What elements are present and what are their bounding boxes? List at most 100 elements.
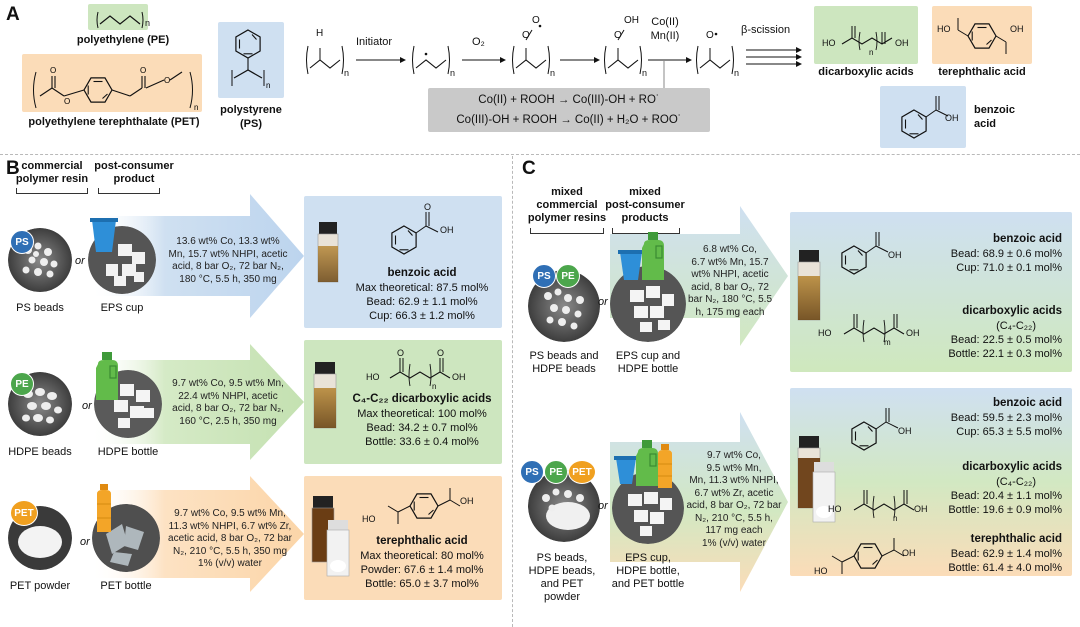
hydroperoxide-o: O [614, 30, 622, 41]
beta-scission-label: β-scission [741, 24, 791, 36]
b-dicarb-o1: O [397, 348, 405, 358]
pe-label: polyethylene (PE) [76, 34, 170, 46]
divider-horizontal [0, 154, 1080, 155]
benzoic-label-line2: acid [974, 118, 997, 130]
c-row2-bead-label-2: HDPE beads, [528, 565, 596, 577]
c-result-box-row1 [790, 212, 1072, 372]
b-tere-oh: OH [460, 496, 474, 506]
terephthalic-structure [957, 18, 1007, 54]
b-ps-results: benzoic acid Max theoretical: 87.5 mol% … [355, 267, 489, 322]
c-row2-tag-pe: PE [544, 460, 568, 484]
c-row2-cup-icon [614, 456, 638, 484]
c-col1-line3: polymer resins [527, 212, 607, 224]
catalyst-mn: Mn(II) [650, 30, 680, 42]
dicarboxylic-box [814, 6, 918, 64]
c-row1-benzoic-results: benzoic acid Bead: 68.9 ± 0.6 mol% Cup: … [950, 233, 1062, 274]
c-row1-bottle-icon [642, 232, 664, 280]
b-ps-conditions: 13.6 wt% Co, 13.3 wt% Mn, 15.7 wt% NHPI,… [168, 236, 288, 285]
c-row2-tere-results: terephthalic acid Bead: 62.9 ± 1.4 mol% … [948, 533, 1062, 574]
pet-structure: O O O O n [33, 66, 198, 112]
c-col2-line2: post-consumer [605, 199, 685, 211]
divider-vertical [512, 156, 513, 627]
c-row2-vial-white [812, 462, 836, 523]
c-row2-benzoic-icon [851, 408, 899, 451]
b-pe-vial [313, 362, 337, 429]
b-or-1: or [75, 255, 85, 267]
c-col2-line3: products [621, 212, 669, 224]
c-row2-product-label-3: and PET bottle [611, 578, 685, 590]
c-row1-beads-photo [528, 270, 600, 342]
c-row1-dicarb-icon [843, 314, 905, 343]
c-row2-tere-ho: HO [814, 566, 828, 576]
c-row1-tag-ps: PS [532, 264, 556, 288]
c-row1-product-label-1: EPS cup and [615, 350, 681, 362]
c-row1-dicarb-oh: OH [906, 328, 920, 338]
b-dicarb-ho: HO [366, 372, 380, 382]
b-ps-product-label: EPS cup [100, 302, 144, 314]
c-row2-benzoic-oh: OH [898, 426, 912, 436]
b-pet-conditions: 9.7 wt% Co, 9.5 wt% Mn, 11.3 wt% NHPI, 6… [168, 508, 292, 569]
c-row1-cup-icon [618, 250, 644, 280]
b-pe-tag: PE [10, 372, 34, 396]
b-col1-line1: commercial [21, 160, 83, 172]
b-dicarb-oh: OH [452, 372, 466, 382]
b-col2-line1: post-consumer [94, 160, 174, 172]
c-row1-dicarb-ho: HO [818, 328, 832, 338]
benzoic-box [880, 86, 966, 148]
b-ps-vial [317, 222, 339, 283]
c-row2-bead-label-1: PS beads, [536, 552, 588, 564]
dicarboxylic-structure [841, 26, 893, 51]
n-subscript-3: n [550, 68, 556, 78]
ps-label-line1: polystyrene [220, 104, 282, 116]
c-row2-bead-label-4: powder [543, 591, 581, 603]
c-row1-products-photo [610, 266, 686, 342]
b-pet-results: terephthalic acid Max theoretical: 80 mo… [360, 535, 484, 590]
c-row2-terephthalic-icon [831, 538, 905, 574]
c-row1-benzoic-icon [841, 232, 889, 275]
reaction-line-1: Co(II) + ROOH → Co(III)-OH + RO˙ [478, 94, 660, 106]
catalyst-co: Co(II) [651, 16, 679, 28]
b-or-2: or [82, 400, 92, 412]
panel-a-letter: A [6, 4, 20, 25]
c-row2-beads-photo [528, 470, 600, 542]
c-row2-dicarb-ho: HO [828, 504, 842, 514]
b-dicarb-n: n [432, 382, 437, 391]
b-col1-bracket [16, 188, 88, 194]
c-row2-dicarb-n: n [893, 514, 898, 523]
benzoic-structure [901, 96, 949, 139]
b-terephthalic-icon [387, 488, 461, 524]
c-row2-product-label-1: EPS cup, [625, 552, 671, 564]
b-col2-bracket [98, 188, 160, 194]
c-row2-products-photo [612, 472, 684, 544]
o2-label: O₂ [472, 36, 485, 48]
c-row1-product-label-2: HDPE bottle [617, 363, 679, 375]
peroxy-o-2: O [532, 15, 540, 26]
dicarb-ho: HO [822, 38, 836, 48]
b-col2-line2: product [113, 173, 155, 185]
c-row2-tere-oh: OH [902, 548, 916, 558]
c-col1-bracket [530, 228, 604, 234]
panel-b-letter: B [6, 158, 20, 179]
tere-oh: OH [1010, 24, 1024, 34]
alkoxy-o: O [706, 30, 714, 41]
c-row2-dicarb-oh: OH [914, 504, 928, 514]
c-or-2: or [598, 500, 608, 512]
b-pet-product-label: PET bottle [100, 580, 152, 592]
b-hdpe-bottle-icon [96, 352, 118, 400]
c-row2-hdpe-bottle-icon [636, 440, 658, 486]
c-col1-line2: commercial [536, 199, 598, 211]
c-row1-benzoic-oh: OH [888, 250, 902, 260]
b-ps-bead-label: PS beads [16, 302, 64, 314]
c-row1-tag-pe: PE [556, 264, 580, 288]
b-pet-vial-white [326, 520, 350, 577]
dicarb-n: n [869, 48, 874, 57]
ps-structure: n [231, 29, 270, 90]
c-result-box-row2 [790, 388, 1072, 576]
c-row2-bead-label-3: and PET [540, 578, 584, 590]
c-row2-pet-bottle-icon [658, 444, 672, 488]
b-pet-bead-label: PET powder [9, 580, 71, 592]
c-row2-dicarb-results: dicarboxylic acids (C₄-C₂₂) Bead: 20.4 ±… [948, 461, 1062, 516]
b-ps-tag: PS [10, 230, 34, 254]
n-subscript-5: n [734, 68, 740, 78]
c-row2-dicarb-icon [853, 490, 915, 519]
